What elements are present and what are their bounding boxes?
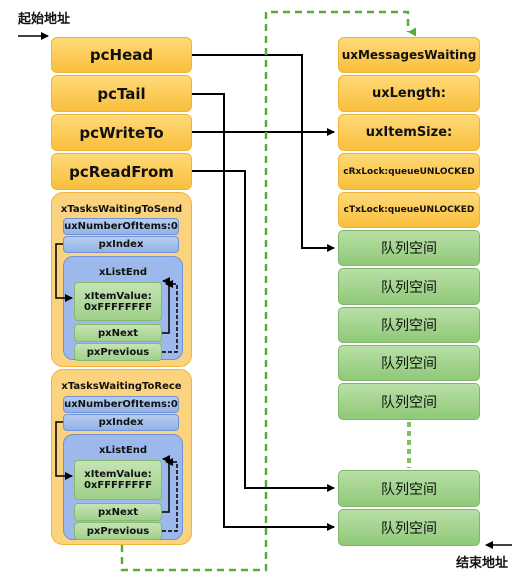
list-end-label: xListEnd: [98, 267, 148, 278]
field-pctail: pcTail: [51, 75, 192, 112]
list-num-items: uxNumberOfItems:0: [63, 218, 179, 235]
queue-space-cell: 队列空间: [338, 509, 480, 546]
list-item-value: xItemValue: 0xFFFFFFFF: [74, 282, 162, 321]
list2-pxindex-pointer: [55, 421, 73, 480]
queue-space-cell: 队列空间: [338, 470, 480, 507]
list1-pxindex-pointer: [55, 243, 73, 302]
list2-pxnext-pointer: [162, 455, 170, 513]
list-px-index: pxIndex: [63, 236, 179, 253]
list-title: xTasksWaitingToSend: [60, 204, 183, 215]
field-pchead: pcHead: [51, 37, 192, 73]
field-pcreadfrom: pcReadFrom: [51, 153, 192, 190]
field-crxlock: cRxLock:queueUNLOCKED: [338, 153, 480, 190]
list-px-previous: pxPrevious: [74, 343, 162, 361]
start-address-label: 起始地址: [18, 12, 71, 27]
field-uxitemsize: uxItemSize:: [338, 114, 480, 151]
list-title: xTasksWaitingToRece: [61, 381, 182, 392]
queue-space-cell: 队列空间: [338, 307, 480, 343]
list-num-items: uxNumberOfItems:0: [63, 396, 179, 413]
field-uxmessageswaiting: uxMessagesWaiting: [338, 37, 480, 73]
list2-pxprevious-pointer: [162, 458, 178, 532]
list1-pxprevious-pointer: [162, 280, 178, 353]
list-item-value: xItemValue: 0xFFFFFFFF: [74, 460, 162, 500]
list1-pxnext-pointer: [162, 277, 170, 334]
list-end-label: xListEnd: [98, 445, 148, 456]
pctail-pointer: [192, 93, 335, 531]
end-address-label: 结束地址: [456, 556, 509, 571]
list-px-next: pxNext: [74, 503, 162, 521]
queue-space-cell: 队列空间: [338, 230, 480, 266]
field-ctxlock: cTxLock:queueUNLOCKED: [338, 192, 480, 228]
list-px-previous: pxPrevious: [74, 522, 162, 540]
queue-dashed-link: [120, 10, 416, 572]
field-pcwriteto: pcWriteTo: [51, 114, 192, 151]
list-px-index: pxIndex: [63, 414, 179, 431]
pchead-pointer: [192, 54, 335, 252]
pcreadfrom-pointer: [192, 170, 335, 492]
field-uxlength: uxLength:: [338, 75, 480, 112]
queue-space-cell: 队列空间: [338, 268, 480, 305]
queue-space-cell: 队列空间: [338, 383, 480, 420]
queue-space-cell: 队列空间: [338, 345, 480, 381]
list-px-next: pxNext: [74, 324, 162, 342]
